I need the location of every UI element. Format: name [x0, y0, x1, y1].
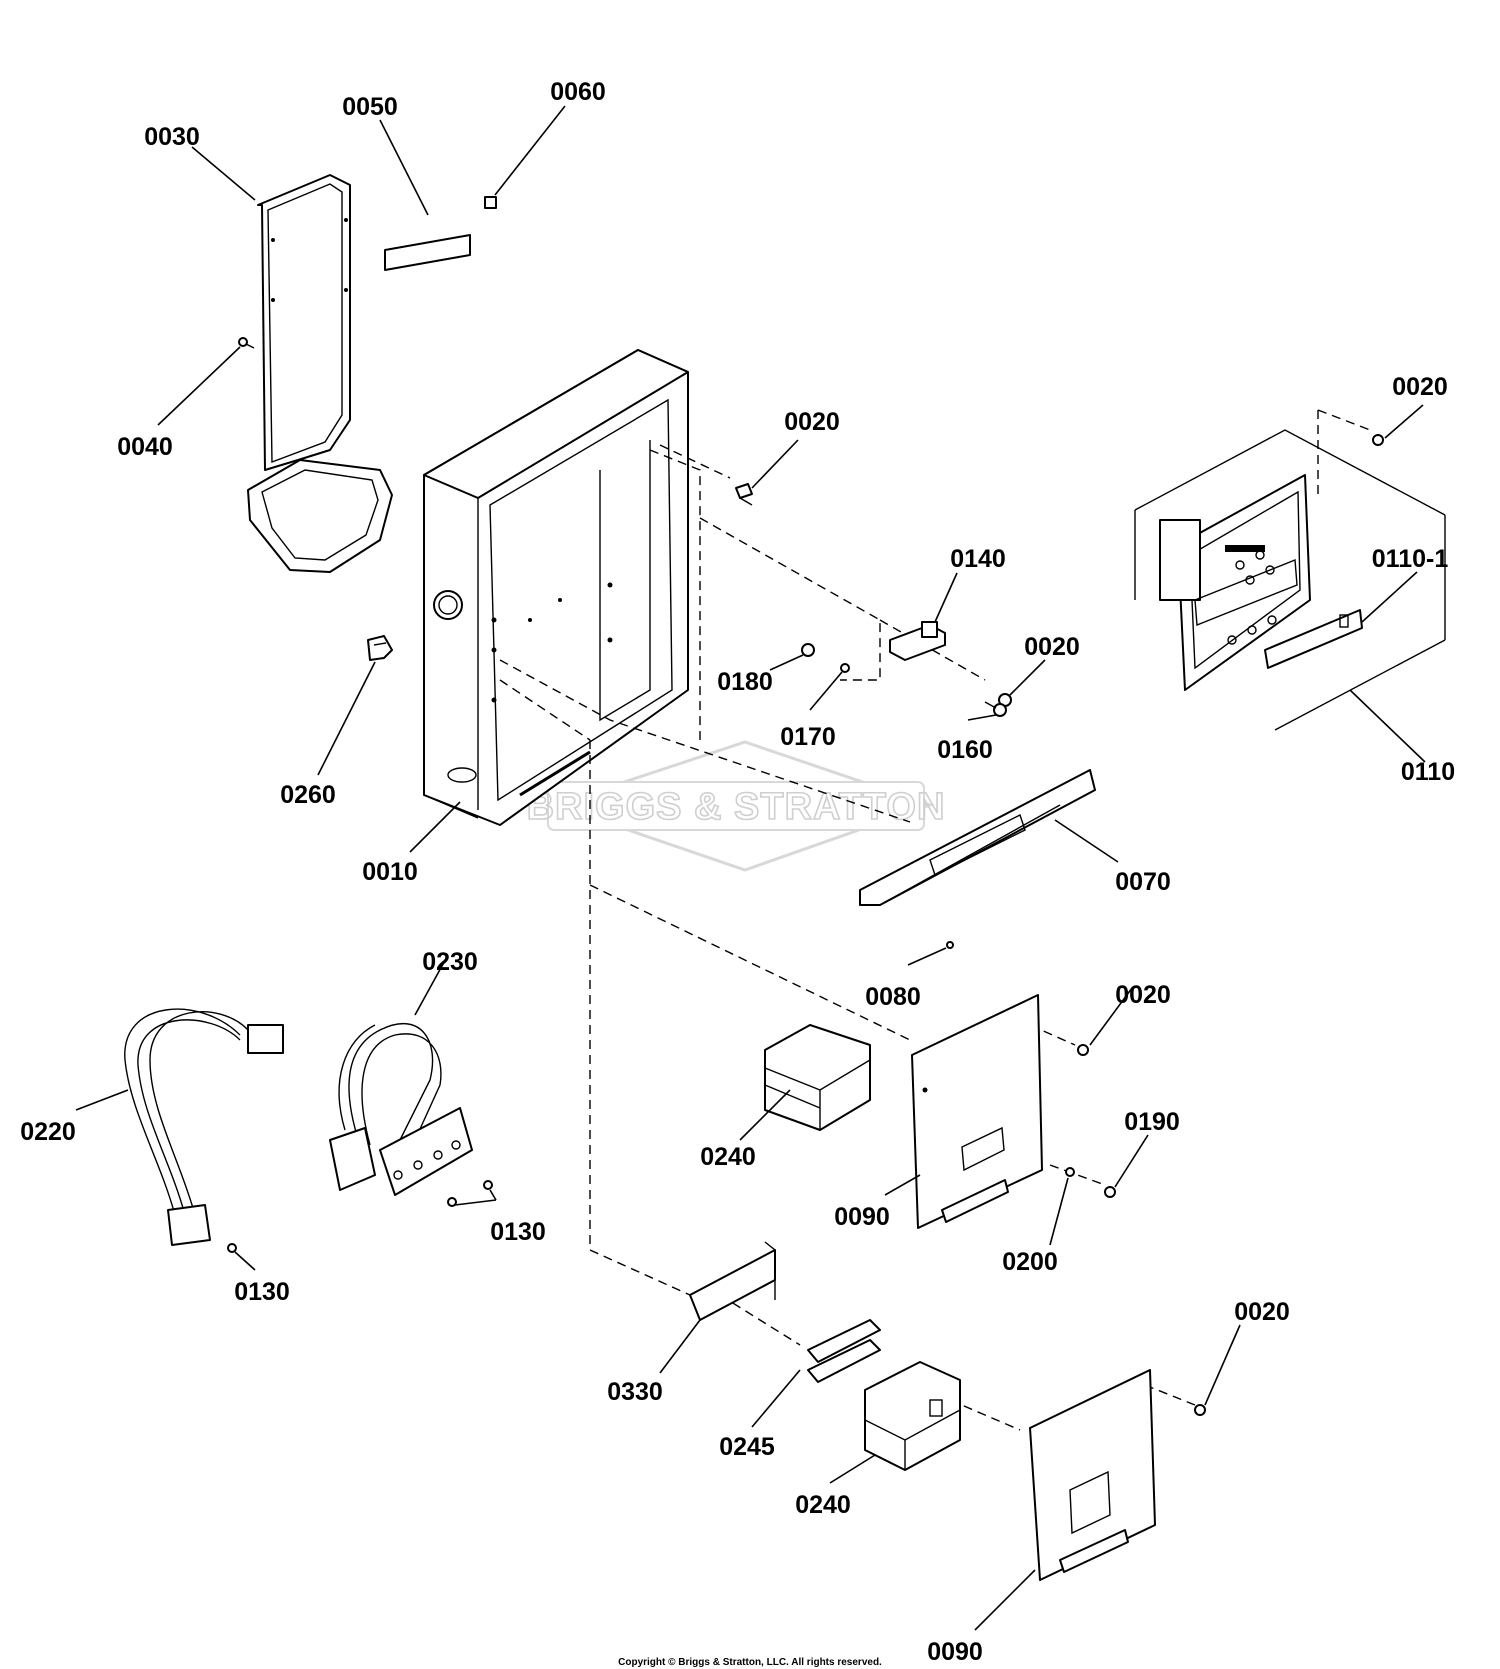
part-0010-enclosure[interactable] — [423, 349, 689, 826]
assembly-line — [499, 679, 591, 741]
leader-lines — [75, 105, 1426, 1631]
callout-0110: 0110 — [1401, 758, 1455, 786]
part-0020-screw[interactable] — [1372, 434, 1384, 446]
callout-0050: 0050 — [342, 93, 398, 121]
part-0130-screw[interactable] — [447, 1197, 457, 1207]
callout-0020: 0020 — [784, 408, 840, 436]
callout-0080: 0080 — [865, 983, 921, 1011]
callout-0130: 0130 — [234, 1278, 290, 1306]
part-0230-harness[interactable] — [329, 1023, 473, 1196]
callout-0090: 0090 — [927, 1638, 983, 1666]
callout-0070: 0070 — [1115, 868, 1171, 896]
part-0260-bushing[interactable] — [367, 635, 393, 661]
callout-0200: 0200 — [1002, 1248, 1058, 1276]
part-0090-panel[interactable] — [1029, 1369, 1156, 1581]
callout-0160: 0160 — [937, 736, 993, 764]
part-0330-bracket[interactable] — [689, 1241, 776, 1321]
part-0130-screw[interactable] — [483, 1180, 493, 1190]
part-0140-bracket[interactable] — [889, 621, 946, 661]
assembly-line — [1144, 1384, 1196, 1406]
callout-0180: 0180 — [717, 668, 773, 696]
callout-0020: 0020 — [1024, 633, 1080, 661]
part-0240-breaker[interactable] — [864, 1361, 961, 1471]
briggs-stratton-watermark: BRIGGS & STRATTON — [526, 740, 946, 872]
assembly-line — [589, 884, 911, 1041]
part-0130-screw[interactable] — [227, 1243, 237, 1253]
assembly-line — [1049, 1164, 1106, 1186]
assembly-line — [649, 449, 701, 740]
watermark-text: BRIGGS & STRATTON — [527, 786, 946, 828]
part-0030-frame[interactable] — [247, 174, 393, 573]
callout-0240: 0240 — [700, 1143, 756, 1171]
part-0080-screw[interactable] — [946, 941, 954, 949]
assembly-line — [659, 444, 731, 479]
part-0200-washer[interactable] — [1065, 1167, 1075, 1177]
callout-0260: 0260 — [280, 781, 336, 809]
part-0050-label-strip[interactable] — [384, 234, 471, 271]
assembly-line — [699, 517, 881, 681]
part-0020-screw[interactable] — [735, 483, 753, 506]
part-0020-screw[interactable] — [1194, 1404, 1206, 1416]
copyright-notice: Copyright © Briggs & Stratton, LLC. All … — [618, 1657, 882, 1668]
callout-0190: 0190 — [1124, 1108, 1180, 1136]
part-0060-clip[interactable] — [484, 196, 497, 209]
callout-0170: 0170 — [780, 723, 836, 751]
part-0240-breaker[interactable] — [764, 1024, 871, 1131]
assembly-line — [499, 659, 911, 823]
callout-0110-1: 0110-1 — [1372, 545, 1449, 573]
part-0020-screw[interactable] — [1077, 1044, 1089, 1056]
part-0070-rail[interactable] — [859, 769, 1096, 906]
part-0160-bolt[interactable] — [984, 701, 1007, 717]
part-0245-handle-tie[interactable] — [807, 1319, 881, 1383]
callout-0020: 0020 — [1234, 1298, 1290, 1326]
callout-0030: 0030 — [144, 123, 200, 151]
callout-0020: 0020 — [1392, 373, 1448, 401]
part-0220-harness[interactable] — [124, 1008, 284, 1246]
callout-0020: 0020 — [1115, 981, 1171, 1009]
callout-0230: 0230 — [422, 948, 478, 976]
part-0110-controller[interactable] — [1134, 429, 1446, 731]
part-0170-washer[interactable] — [840, 663, 850, 673]
callout-0140: 0140 — [950, 545, 1006, 573]
callout-0245: 0245 — [719, 1433, 775, 1461]
callout-0090: 0090 — [834, 1203, 890, 1231]
callout-0010: 0010 — [362, 858, 418, 886]
callout-0220: 0220 — [20, 1118, 76, 1146]
part-0110-1-cover[interactable] — [1264, 609, 1363, 669]
callout-0130: 0130 — [490, 1218, 546, 1246]
part-0040-screw[interactable] — [238, 337, 255, 349]
assembly-line — [1317, 409, 1371, 431]
callout-0060: 0060 — [550, 78, 606, 106]
assembly-line — [949, 1399, 1021, 1431]
callout-labels: 0030 0050 0060 0040 0020 0020 0140 0110-… — [20, 78, 1455, 1666]
callout-0240: 0240 — [795, 1491, 851, 1519]
part-0090-panel[interactable] — [911, 994, 1043, 1229]
callout-0040: 0040 — [117, 433, 173, 461]
part-0190-screw[interactable] — [1104, 1186, 1116, 1198]
part-0180-nut[interactable] — [801, 643, 815, 657]
assembly-line — [589, 740, 691, 1296]
callout-0330: 0330 — [607, 1378, 663, 1406]
